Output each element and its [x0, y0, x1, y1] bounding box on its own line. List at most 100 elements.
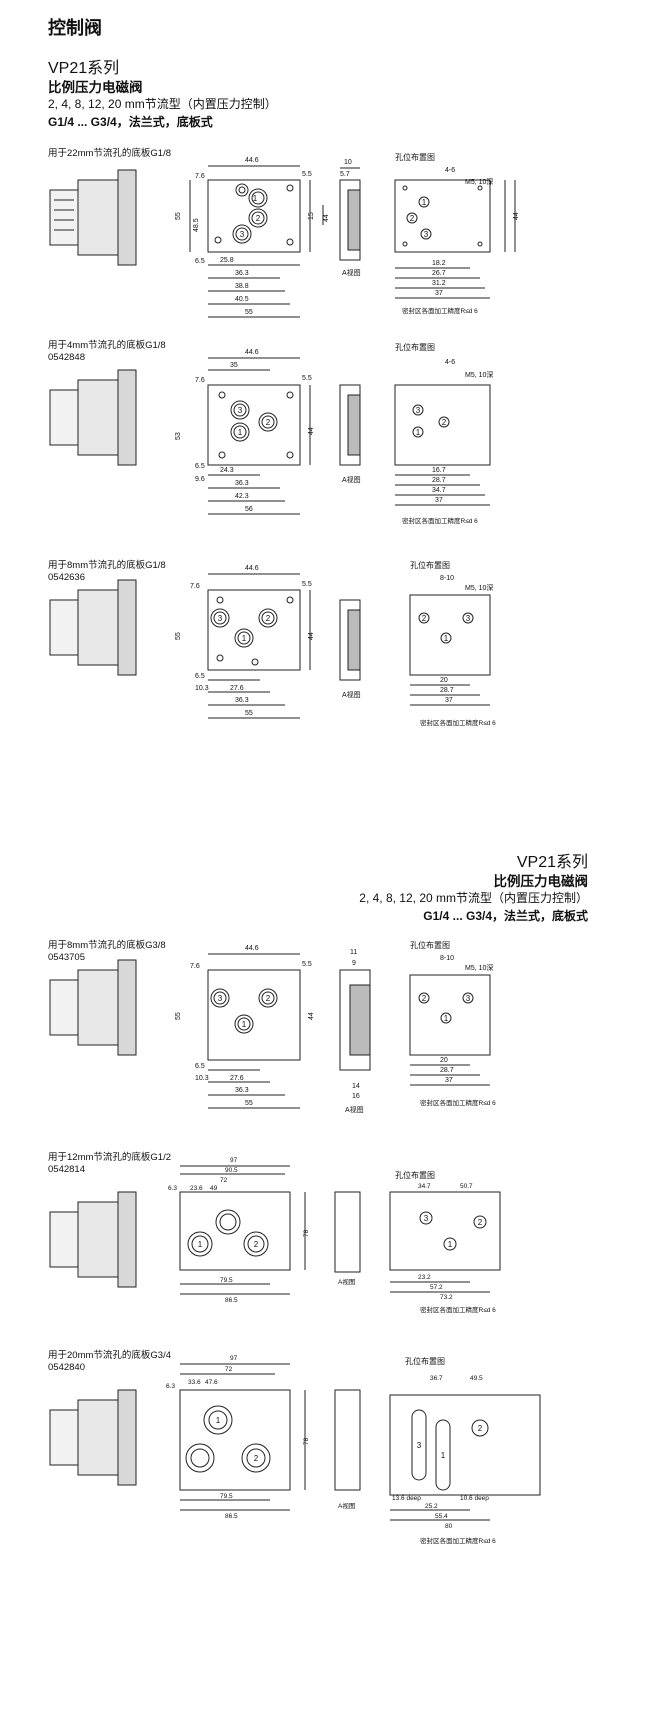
plate-front-view [179, 1191, 291, 1271]
svg-text:A视图: A视图 [345, 1105, 364, 1114]
svg-text:24.3: 24.3 [220, 467, 234, 474]
svg-text:9: 9 [352, 960, 356, 967]
svg-text:孔位布置图: 孔位布置图 [395, 1170, 435, 1180]
svg-text:16: 16 [352, 1093, 360, 1100]
svg-text:2: 2 [256, 214, 261, 223]
svg-text:1: 1 [242, 1020, 247, 1029]
drawing-20mm-g34: 97 72 47.6 33.6 6.3 78 79.5 86.5 A视图 孔位布… [49, 1355, 541, 1545]
dim-v: 25.8 [220, 257, 234, 264]
plate-front-view [207, 179, 301, 253]
svg-text:57.2: 57.2 [430, 1284, 443, 1291]
svg-text:37: 37 [445, 697, 453, 704]
svg-text:6.5: 6.5 [195, 1063, 205, 1070]
svg-text:2: 2 [266, 614, 271, 623]
svg-text:1: 1 [444, 634, 449, 643]
svg-text:5.5: 5.5 [302, 961, 312, 968]
hole-dim-c: 26.7 [432, 270, 446, 277]
svg-text:1: 1 [253, 194, 258, 203]
svg-text:1: 1 [238, 428, 243, 437]
svg-text:3: 3 [416, 406, 421, 415]
svg-text:79.5: 79.5 [220, 1277, 233, 1284]
svg-text:36.7: 36.7 [430, 1375, 443, 1382]
svg-text:44: 44 [308, 632, 315, 640]
svg-text:1: 1 [216, 1416, 221, 1425]
svg-text:23.6: 23.6 [190, 1185, 203, 1192]
valve-side-view [49, 169, 137, 266]
section-caption: 用于8mm节流孔的底板G3/8 0543705 [48, 940, 166, 963]
section-caption: 用于4mm节流孔的底板G1/8 0542848 [48, 340, 166, 363]
svg-text:42.3: 42.3 [235, 493, 249, 500]
hole-layout [409, 974, 491, 1056]
svg-text:90.5: 90.5 [225, 1167, 238, 1174]
svg-text:密封区各面加工精度R≤d 6: 密封区各面加工精度R≤d 6 [420, 1536, 496, 1545]
svg-text:M5, 10深: M5, 10深 [465, 963, 493, 972]
product-spec: 2, 4, 8, 12, 20 mm节流型（内置压力控制） [359, 891, 588, 905]
hole-layout [409, 594, 491, 676]
dim-d: 36.3 [235, 270, 249, 277]
svg-text:20: 20 [440, 677, 448, 684]
svg-text:50.7: 50.7 [460, 1183, 473, 1190]
svg-text:A视图: A视图 [338, 1501, 355, 1510]
section-caption: 用于20mm节流孔的底板G3/4 0542840 [48, 1350, 171, 1373]
svg-text:10.3: 10.3 [195, 685, 209, 692]
svg-text:55: 55 [175, 632, 182, 640]
drawing-12mm-g12: 97 90.5 72 49 23.6 6.3 78 79.5 86.5 A视图 … [49, 1157, 501, 1314]
svg-text:1: 1 [448, 1240, 453, 1249]
svg-text:2: 2 [266, 994, 271, 1003]
dim-a: 7.6 [195, 173, 205, 180]
svg-text:16.7: 16.7 [432, 467, 446, 474]
dim-r: 15 [308, 212, 315, 220]
dim-g: 55 [245, 309, 253, 316]
hole-dim-i: 44 [513, 212, 520, 220]
svg-text:72: 72 [225, 1366, 233, 1373]
svg-text:14: 14 [352, 1083, 360, 1090]
series-title: VP21系列 [516, 854, 588, 871]
svg-text:55: 55 [175, 1012, 182, 1020]
svg-text:密封区各面加工精度R≤d 6: 密封区各面加工精度R≤d 6 [420, 1098, 496, 1107]
svg-text:M5, 10深: M5, 10深 [465, 583, 493, 592]
hole-dim-d: 31.2 [432, 280, 446, 287]
valve-side-view [49, 1191, 137, 1288]
drawing-22mm-g18: 44.6 55 7.6 48.5 25.8 36.3 38.8 40.5 55 … [49, 152, 520, 318]
svg-text:孔位布置图: 孔位布置图 [410, 560, 450, 570]
svg-text:6.3: 6.3 [166, 1383, 175, 1390]
product-name: 比例压力电磁阀 [48, 80, 143, 95]
svg-text:44.6: 44.6 [245, 565, 259, 572]
hole-dim-m: M5, 10深 [465, 177, 493, 186]
svg-text:2: 2 [254, 1240, 259, 1249]
svg-text:55: 55 [245, 1100, 253, 1107]
svg-text:86.5: 86.5 [225, 1513, 238, 1520]
valve-side-view [49, 1389, 137, 1486]
svg-text:53: 53 [175, 432, 182, 440]
side-section [334, 1389, 361, 1491]
svg-text:3: 3 [218, 614, 223, 623]
svg-text:3: 3 [424, 1214, 429, 1223]
svg-text:7.6: 7.6 [195, 377, 205, 384]
svg-text:2: 2 [266, 418, 271, 427]
svg-text:6.5: 6.5 [195, 673, 205, 680]
side-section [334, 1191, 361, 1273]
svg-text:1: 1 [242, 634, 247, 643]
dim-height: 55 [175, 212, 182, 220]
svg-text:3: 3 [417, 1441, 422, 1450]
svg-text:A视图: A视图 [338, 1277, 355, 1286]
svg-text:5.5: 5.5 [302, 581, 312, 588]
svg-text:密封区各面加工精度R≤d 6: 密封区各面加工精度R≤d 6 [420, 718, 496, 727]
svg-text:1: 1 [416, 428, 421, 437]
plate-front-view [207, 969, 301, 1061]
svg-text:34.7: 34.7 [432, 487, 446, 494]
svg-text:2: 2 [478, 1424, 483, 1433]
svg-text:10.6 deep: 10.6 deep [460, 1495, 489, 1502]
drawing-8mm-g38: 44.6 7.6 55 6.5 10.3 27.6 36.3 55 44 5.5… [49, 940, 496, 1114]
seal-note: 密封区各面加工精度R≤d 6 [402, 306, 478, 315]
product-ports: G1/4 ... G3/4，法兰式，底板式 [423, 909, 588, 923]
svg-text:73.2: 73.2 [440, 1294, 453, 1301]
svg-text:55.4: 55.4 [435, 1513, 448, 1520]
section-caption: 用于12mm节流孔的底板G1/2 0542814 [48, 1152, 171, 1175]
page-title: 控制阀 [48, 18, 102, 38]
hole-layout [389, 1191, 501, 1271]
svg-text:1: 1 [444, 1014, 449, 1023]
svg-text:2: 2 [478, 1218, 483, 1227]
svg-text:36.3: 36.3 [235, 480, 249, 487]
svg-text:孔位布置图: 孔位布置图 [410, 940, 450, 950]
